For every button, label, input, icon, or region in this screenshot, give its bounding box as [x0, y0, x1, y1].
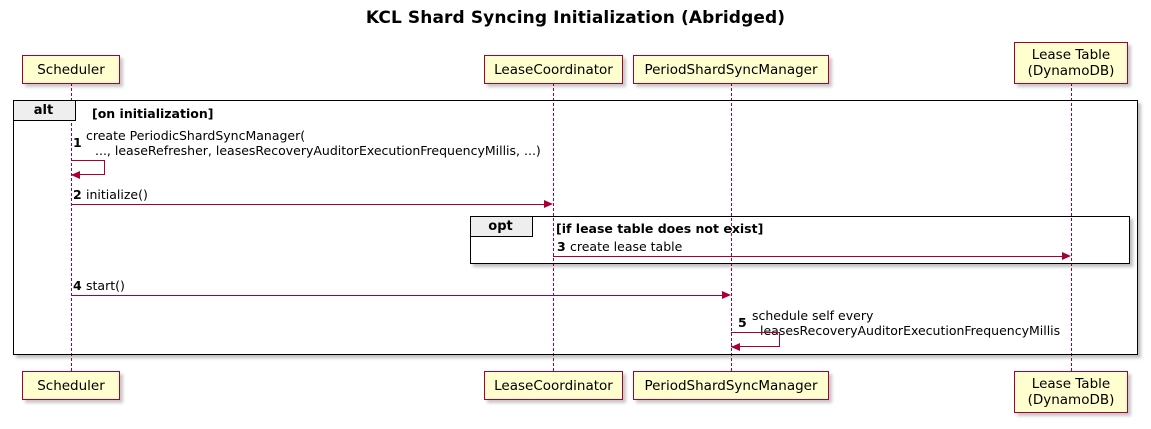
fragment-alt: alt — [13, 100, 1138, 355]
message-3-number: 3 — [557, 239, 566, 254]
fragment-alt-keyword: alt — [14, 101, 76, 121]
participant-lease-table-top-label-line1: Lease Table — [1031, 47, 1111, 63]
message-4-arrowhead — [722, 290, 731, 299]
message-5-label-line1: schedule self every — [752, 308, 874, 323]
participant-period-shard-sync-manager-top-label: PeriodShardSyncManager — [644, 61, 818, 78]
participant-period-shard-sync-manager-bottom-label: PeriodShardSyncManager — [644, 377, 818, 394]
fragment-opt-condition: [if lease table does not exist] — [556, 221, 764, 236]
participant-period-shard-sync-manager-top[interactable]: PeriodShardSyncManager — [633, 55, 829, 84]
participant-lease-coordinator-bottom[interactable]: LeaseCoordinator — [484, 371, 623, 400]
page-title: KCL Shard Syncing Initialization (Abridg… — [365, 8, 786, 28]
participant-scheduler-top[interactable]: Scheduler — [22, 55, 120, 84]
participant-lease-table-top[interactable]: Lease Table (DynamoDB) — [1014, 42, 1128, 84]
message-1-label-line2: ..., leaseRefresher, leasesRecoveryAudit… — [95, 143, 541, 158]
message-1-number: 1 — [73, 135, 82, 150]
message-4-number: 4 — [73, 278, 82, 293]
message-1-self-loop — [71, 160, 105, 175]
participant-scheduler-bottom[interactable]: Scheduler — [22, 371, 120, 400]
message-2-line — [71, 204, 544, 205]
participant-period-shard-sync-manager-bottom[interactable]: PeriodShardSyncManager — [633, 371, 829, 400]
participant-scheduler-bottom-label: Scheduler — [37, 377, 105, 394]
message-2-number: 2 — [73, 187, 82, 202]
fragment-opt: opt — [470, 216, 1130, 264]
participant-lease-coordinator-top[interactable]: LeaseCoordinator — [484, 55, 623, 84]
participant-lease-table-bottom-label-line2: (DynamoDB) — [1027, 392, 1115, 408]
fragment-opt-tab-corner — [533, 217, 546, 237]
participant-lease-table-bottom[interactable]: Lease Table (DynamoDB) — [1014, 371, 1128, 413]
message-5-label-line2: leasesRecoveryAuditorExecutionFrequencyM… — [760, 323, 1061, 338]
message-1-arrowhead — [71, 170, 80, 179]
lifeline-period-shard-sync-manager — [731, 83, 732, 371]
lifeline-lease-coordinator — [553, 83, 554, 371]
message-3-arrowhead — [1062, 251, 1071, 260]
message-3-line — [553, 256, 1062, 257]
message-4-label: start() — [86, 278, 125, 293]
fragment-alt-tab-corner — [76, 101, 89, 121]
message-5-number: 5 — [738, 315, 747, 330]
lifeline-lease-table — [1071, 83, 1072, 371]
fragment-opt-keyword: opt — [471, 217, 533, 237]
participant-lease-table-bottom-label-line1: Lease Table — [1031, 376, 1111, 392]
participant-scheduler-top-label: Scheduler — [37, 61, 105, 78]
message-5-self-loop — [731, 332, 780, 347]
message-3-label: create lease table — [570, 239, 683, 254]
participant-lease-coordinator-top-label: LeaseCoordinator — [494, 61, 613, 78]
participant-lease-table-top-label-line2: (DynamoDB) — [1027, 63, 1115, 79]
message-2-arrowhead — [544, 199, 553, 208]
fragment-alt-condition: [on initialization] — [92, 106, 214, 121]
lifeline-scheduler — [71, 83, 72, 371]
message-4-line — [71, 295, 722, 296]
message-2-label: initialize() — [86, 187, 148, 202]
participant-lease-coordinator-bottom-label: LeaseCoordinator — [494, 377, 613, 394]
message-1-label-line1: create PeriodicShardSyncManager( — [86, 128, 306, 143]
message-5-arrowhead — [731, 342, 740, 351]
